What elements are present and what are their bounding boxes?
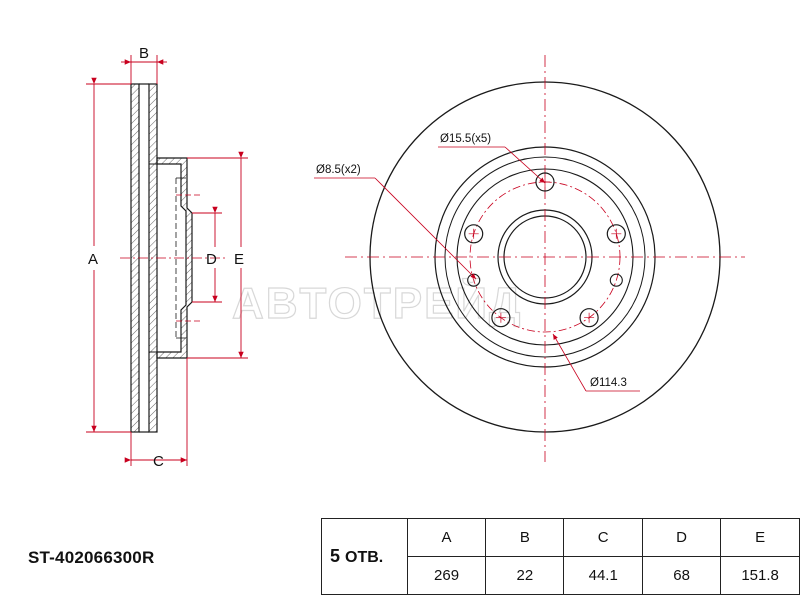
bolt-hole: [606, 224, 626, 244]
dimension-a: [86, 77, 131, 433]
callout-leaders: [314, 146, 640, 392]
bolt-hole-center-mark: [495, 312, 506, 323]
dimension-b-label: B: [139, 45, 149, 62]
pin-holes-callout: Ø8.5(x2): [316, 164, 361, 176]
holes-cell: 5 ОТВ.: [321, 518, 408, 595]
spec-value-row: 269 22 44.1 68 151.8: [322, 556, 800, 595]
pcd-callout: Ø114.3: [590, 377, 627, 389]
holes-unit: ОТВ.: [345, 549, 384, 566]
spec-value-c: 44.1: [563, 556, 643, 595]
bolt-holes-callout: Ø15.5(x5): [440, 133, 491, 145]
spec-header-c: C: [563, 518, 643, 557]
bolt-hole: [491, 308, 511, 328]
spec-value-e: 151.8: [720, 556, 800, 595]
bolt-hole-center-mark: [540, 177, 550, 187]
bolt-hole: [535, 172, 555, 192]
bolt-hole: [579, 308, 599, 328]
spec-header-b: B: [485, 518, 565, 557]
watermark: ABTOTPEЙД: [232, 277, 522, 328]
bolt-hole-center-mark: [584, 312, 595, 323]
holes-count: 5: [330, 546, 341, 566]
spec-header-e: E: [720, 518, 800, 557]
dimension-d-label: D: [206, 251, 217, 268]
bolt-hole-center-mark: [611, 228, 622, 239]
spec-header-d: D: [641, 518, 722, 557]
dimension-c-label: C: [153, 453, 164, 470]
spec-header-row: 5 ОТВ. A B C D E: [321, 518, 800, 595]
part-number: ST-402066300R: [28, 548, 155, 567]
dimension-b: [121, 55, 167, 84]
spec-table: 5 ОТВ. A B C D E 269 22 44.1 68 151.8: [321, 518, 800, 595]
pin-hole: [609, 273, 623, 287]
spec-value-b: 22: [485, 556, 565, 595]
dimension-e-label: E: [234, 251, 244, 268]
spec-value-a: 269: [406, 556, 487, 595]
bolt-hole: [464, 224, 484, 244]
dimension-d: [192, 206, 222, 303]
dimension-a-label: A: [88, 251, 98, 268]
spec-value-d: 68: [641, 556, 722, 595]
front-view: [345, 55, 745, 462]
bolt-hole-center-mark: [468, 228, 479, 239]
dimension-e: [187, 151, 248, 359]
spec-header-a: A: [406, 518, 487, 557]
dimension-c: [124, 358, 188, 466]
side-section-view: [120, 83, 228, 433]
